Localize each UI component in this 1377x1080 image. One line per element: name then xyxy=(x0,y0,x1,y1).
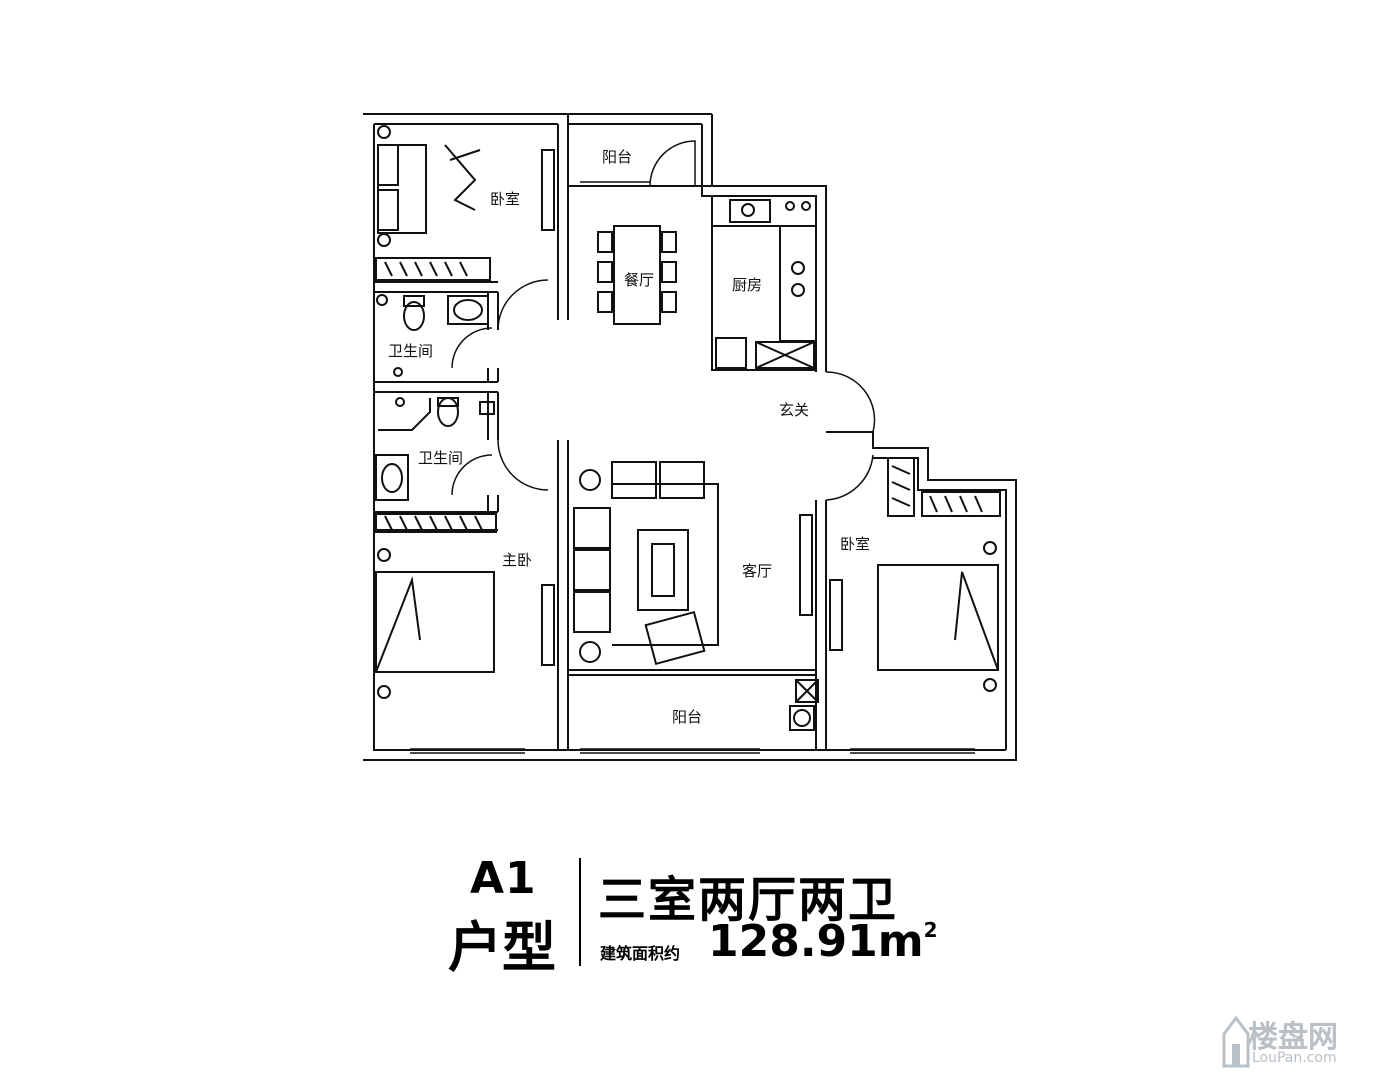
room-label-bedroom-east: 卧室 xyxy=(840,535,870,553)
dining-table xyxy=(597,225,677,325)
room-label-balcony-north: 阳台 xyxy=(602,148,632,166)
interior-walls xyxy=(374,124,827,750)
layout-name: 三室两厅两卫 xyxy=(598,872,899,928)
bathroom-1-fixtures xyxy=(376,294,489,377)
living-room-furniture xyxy=(573,461,813,666)
unit-type-word: 户型 xyxy=(448,916,556,979)
kitchen-fixtures xyxy=(711,195,817,369)
watermark-domain: LouPan.com xyxy=(1252,1050,1337,1066)
room-label-bathroom-2: 卫生间 xyxy=(418,449,463,467)
room-label-balcony-south: 阳台 xyxy=(672,708,702,726)
unit-type-code: A1 xyxy=(470,853,537,904)
watermark-name: 楼盘网 xyxy=(1248,1020,1338,1055)
bathroom-2-fixtures xyxy=(375,397,495,501)
bed-north xyxy=(375,125,555,281)
floor-plan: 卧室 阳台 餐厅 厨房 卫生间 卫生间 玄关 主卧 客厅 卧室 阳台 xyxy=(363,113,1017,761)
door-swings xyxy=(451,140,876,501)
room-label-dining: 餐厅 xyxy=(624,271,654,289)
room-label-bedroom-north: 卧室 xyxy=(490,190,520,208)
house-logo-icon xyxy=(1222,1015,1250,1068)
area-label: 建筑面积约 xyxy=(600,944,681,963)
balcony-appliances xyxy=(789,679,819,731)
area-number: 128.91m xyxy=(708,916,924,967)
area-unit-superscript: 2 xyxy=(923,918,938,942)
outer-walls xyxy=(363,113,1017,761)
room-label-kitchen: 厨房 xyxy=(732,276,762,294)
room-label-living-room: 客厅 xyxy=(742,562,772,580)
room-label-bathroom-1: 卫生间 xyxy=(388,342,433,360)
room-label-entrance: 玄关 xyxy=(779,401,809,419)
room-label-master-bedroom: 主卧 xyxy=(502,551,532,569)
area-value: 128.91m2 xyxy=(708,916,938,967)
bed-east xyxy=(829,457,1001,692)
caption-divider xyxy=(579,858,581,966)
bed-master xyxy=(375,513,555,699)
